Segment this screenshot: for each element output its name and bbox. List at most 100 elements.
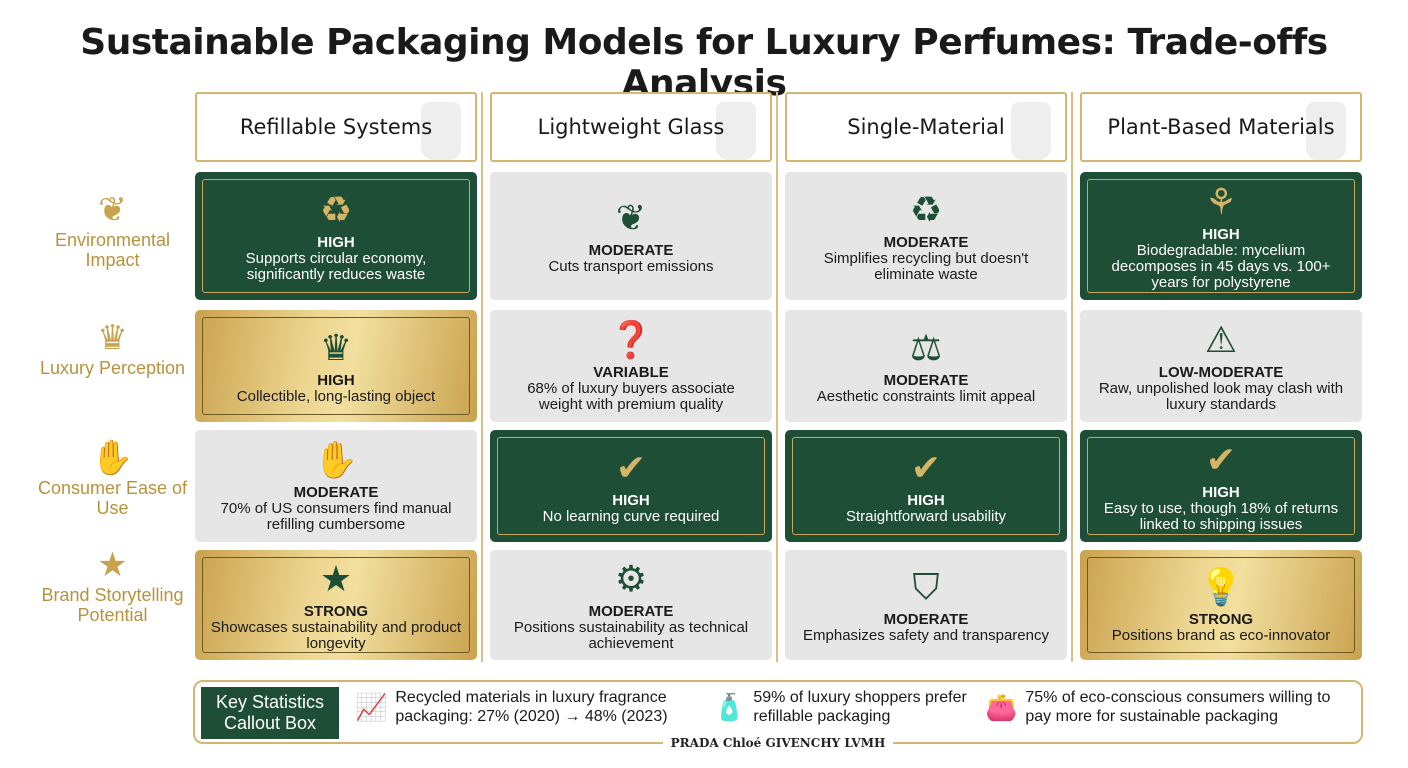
check-icon: ✔ [1205, 438, 1237, 480]
check-icon: ✔ [910, 446, 942, 488]
rating-description: Aesthetic constraints limit appeal [816, 387, 1036, 405]
rating-description: Positions brand as eco-innovator [1111, 626, 1331, 644]
star-icon: ★ [319, 557, 353, 599]
column-divider [776, 92, 778, 662]
rating-description: No learning curve required [542, 507, 720, 525]
hand-icon: ✋ [91, 439, 134, 477]
gear-icon: ⚙ [614, 557, 648, 599]
column-header: Single-Material [785, 92, 1067, 162]
rating-description: Collectible, long-lasting object [236, 387, 436, 405]
row-label-text: Consumer Ease of Use [37, 478, 188, 518]
column-header: Refillable Systems [195, 92, 477, 162]
rating-description: Raw, unpolished look may clash with luxu… [1098, 379, 1344, 413]
key-statistics-box: Key Statistics Callout Box 📈 Recycled ma… [193, 680, 1363, 744]
shield-icon: ⛉ [912, 565, 940, 607]
row-label: ✋Consumer Ease of Use [30, 438, 195, 518]
row-label: ♛Luxury Perception [30, 318, 195, 378]
scale-icon: ⚖ [909, 326, 943, 368]
row-label-text: Environmental Impact [54, 230, 171, 270]
stat-item: 👛 75% of eco-conscious consumers willing… [985, 688, 1357, 726]
leaf-icon: ❦ [615, 196, 647, 238]
rating-level: HIGH [317, 371, 355, 389]
lightbulb-icon: 💡 [1198, 565, 1244, 607]
chart-up-icon: 📈 [355, 691, 388, 722]
globe-recycle-icon: ♻ [319, 188, 353, 230]
column-divider [1071, 92, 1073, 662]
rating-description: Easy to use, though 18% of returns linke… [1103, 499, 1339, 533]
rating-level: LOW-MODERATE [1158, 363, 1284, 381]
column-header-label: Lightweight Glass [537, 115, 725, 139]
rating-level: HIGH [1202, 225, 1240, 243]
stat-text: 59% of luxury shoppers prefer refillable… [753, 689, 967, 725]
wallet-icon: 👛 [985, 691, 1018, 722]
rating-level: MODERATE [588, 241, 674, 259]
rating-level: HIGH [317, 233, 355, 251]
column-divider [481, 92, 483, 662]
rating-level: STRONG [1188, 610, 1254, 628]
warning-icon: ⚠ [1204, 318, 1238, 360]
brand-names: PRADA Chloé GIVENCHY LVMH [662, 736, 894, 750]
star-icon: ★ [97, 546, 128, 584]
perfume-bottle-icon [1011, 102, 1051, 160]
rating-description: Simplifies recycling but doesn't elimina… [823, 249, 1029, 283]
rating-level: HIGH [1202, 483, 1240, 501]
rating-level: STRONG [303, 602, 369, 620]
row-label: ❦Environmental Impact [30, 190, 195, 270]
sprout-icon: ⚘ [1204, 180, 1238, 222]
rating-level: MODERATE [883, 371, 969, 389]
rating-level: HIGH [907, 491, 945, 509]
rating-description: 70% of US consumers find manual refillin… [220, 499, 452, 533]
rating-description: Showcases sustainability and product lon… [210, 618, 462, 652]
rating-description: Biodegradable: mycelium decomposes in 45… [1111, 241, 1331, 291]
rating-description: Emphasizes safety and transparency [803, 626, 1049, 644]
perfume-bottle-icon [716, 102, 756, 160]
row-label-text: Luxury Perception [39, 358, 186, 378]
rating-level: MODERATE [293, 483, 379, 501]
page-title: Sustainable Packaging Models for Luxury … [80, 22, 1328, 104]
crown-icon: ♛ [319, 326, 353, 368]
leaf-icon: ❦ [98, 191, 127, 229]
stat-item: 📈 Recycled materials in luxury fragrance… [355, 688, 700, 726]
stat-text: Recycled materials in luxury fragrance p… [395, 689, 668, 725]
rating-description: Cuts transport emissions [548, 257, 714, 275]
rating-level: MODERATE [883, 610, 969, 628]
row-label: ★Brand Storytelling Potential [30, 545, 195, 625]
recycle-icon: ♻ [909, 188, 943, 230]
rating-level: MODERATE [588, 602, 674, 620]
brand-logos: PRADA Chloé GIVENCHY LVMH [193, 736, 1363, 750]
column-header: Plant-Based Materials [1080, 92, 1362, 162]
perfume-bottle-icon [1306, 102, 1346, 160]
bottle-icon: 🧴 [713, 691, 746, 722]
rating-level: HIGH [612, 491, 650, 509]
stat-item: 🧴 59% of luxury shoppers prefer refillab… [713, 688, 978, 726]
hand-bottle-icon: ✋ [313, 438, 359, 480]
check-icon: ✔ [615, 446, 647, 488]
rating-description: Supports circular economy, significantly… [245, 249, 427, 283]
column-header-label: Plant-Based Materials [1107, 115, 1335, 139]
crown-icon: ♛ [97, 319, 128, 357]
rating-level: MODERATE [883, 233, 969, 251]
column-header-label: Refillable Systems [239, 115, 433, 139]
perfume-bottle-icon [421, 102, 461, 160]
row-label-text: Brand Storytelling Potential [41, 585, 184, 625]
rating-description: 68% of luxury buyers associate weight wi… [527, 379, 735, 413]
rating-description: Positions sustainability as technical ac… [513, 618, 749, 652]
question-icon: ❓ [608, 318, 654, 360]
stat-text: 75% of eco-conscious consumers willing t… [1025, 689, 1331, 725]
column-header-label: Single-Material [847, 115, 1005, 139]
